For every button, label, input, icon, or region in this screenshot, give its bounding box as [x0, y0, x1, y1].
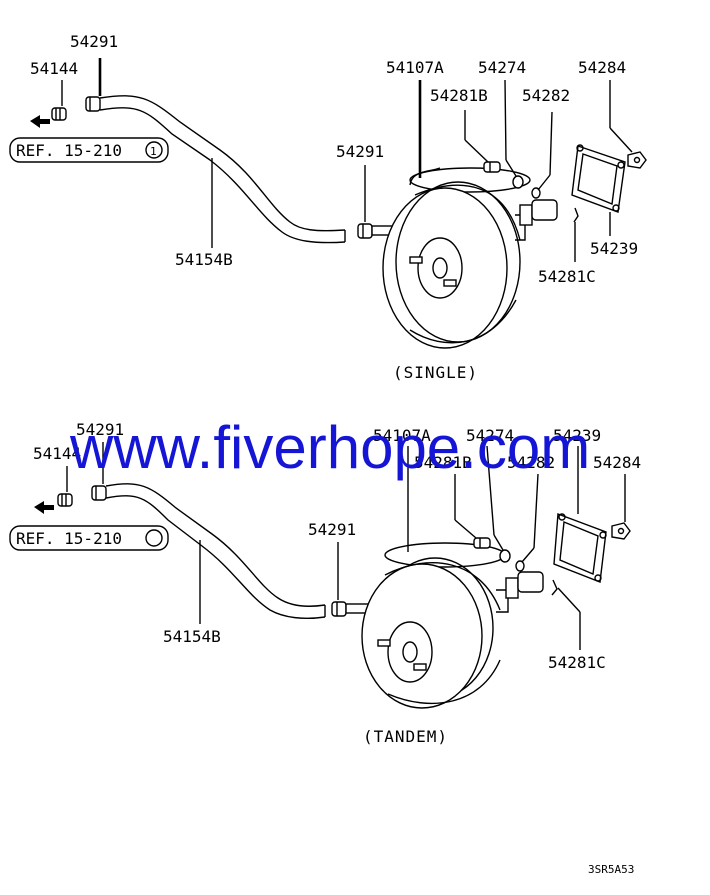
part-label-54239: 54239 [590, 239, 638, 258]
part-label-54144: 54144 [33, 444, 81, 463]
brake-booster-tandem [361, 542, 544, 709]
clamp-54291-left [85, 96, 101, 112]
part-label-54154b: 54154B [175, 250, 233, 269]
arrow-left-icon [34, 501, 54, 514]
part-label-54274: 54274 [478, 58, 526, 77]
gasket-54239 [571, 144, 626, 213]
o-ring-54282 [515, 560, 525, 572]
clamp-54291-right [331, 601, 347, 617]
clamp-54291-left [91, 485, 107, 501]
part-label-54291: 54291 [70, 32, 118, 51]
part-label-54284: 54284 [578, 58, 626, 77]
brake-booster-single [382, 167, 558, 349]
nut-54284 [611, 522, 631, 540]
fitting-54144 [51, 107, 67, 121]
watermark-text: www.fiverhope.com [69, 414, 590, 481]
part-label-54291-right: 54291 [336, 142, 384, 161]
part-label-54291: 54291 [76, 420, 124, 439]
nut-54284 [627, 151, 647, 169]
ref-label: REF. 15-210 [16, 141, 122, 160]
o-ring-54282 [531, 187, 541, 199]
part-label-54281b: 54281B [414, 453, 472, 472]
part-label-54239: 54239 [553, 426, 601, 445]
bolt-54281b [473, 537, 491, 549]
ref-label: REF. 15-210 [16, 529, 122, 548]
o-ring-54274 [512, 175, 524, 189]
ref-box-bottom[interactable]: REF. 15-210 [9, 525, 169, 551]
diagram-code: 3SR5A53 [588, 863, 634, 876]
clip-54281c [573, 207, 579, 223]
vacuum-hose [99, 95, 346, 244]
part-label-54281c: 54281C [548, 653, 606, 672]
bolt-54281b [483, 161, 501, 173]
ref-box-top[interactable]: REF. 15-210 1 [9, 137, 169, 163]
ref-circle-number: 1 [150, 145, 157, 158]
part-label-54274: 54274 [466, 426, 514, 445]
clip-54281c [551, 579, 558, 596]
part-label-54284: 54284 [593, 453, 641, 472]
tandem-assembly: REF. 15-210 54291 54144 54107A 54274 542… [9, 420, 641, 746]
caption-tandem: (TANDEM) [363, 727, 448, 746]
part-label-54282: 54282 [507, 453, 555, 472]
arrow-left-icon [30, 115, 50, 128]
gasket-54239 [553, 513, 607, 583]
part-label-54154b: 54154B [163, 627, 221, 646]
vacuum-hose [105, 483, 326, 619]
part-label-54291-right: 54291 [308, 520, 356, 539]
o-ring-54274 [499, 549, 511, 563]
part-label-54107a: 54107A [386, 58, 444, 77]
part-label-54107a: 54107A [373, 426, 431, 445]
clamp-54291-right [357, 223, 373, 239]
caption-single: (SINGLE) [393, 363, 478, 382]
part-label-54281c: 54281C [538, 267, 596, 286]
part-label-54281b: 54281B [430, 86, 488, 105]
part-label-54144: 54144 [30, 59, 78, 78]
part-label-54282: 54282 [522, 86, 570, 105]
single-assembly: REF. 15-210 1 54291 54144 54107A 54274 5… [9, 32, 647, 382]
fitting-54144 [57, 493, 73, 507]
